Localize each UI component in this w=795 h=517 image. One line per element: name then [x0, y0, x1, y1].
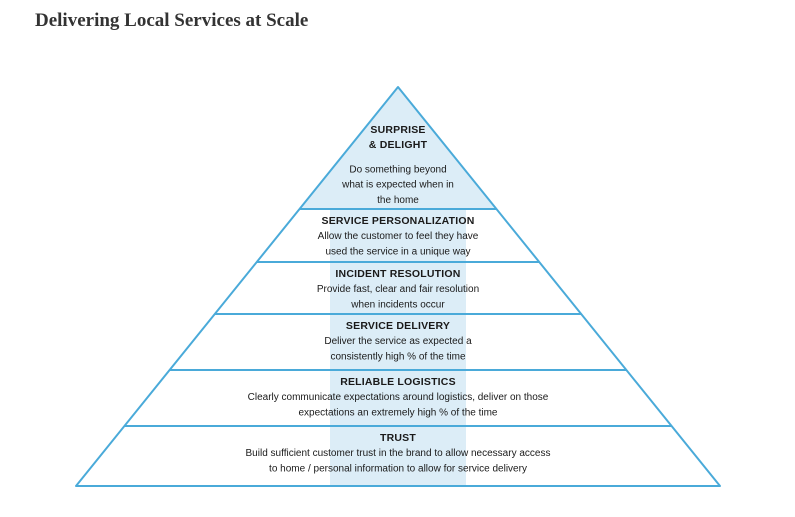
- tier-title: & DELIGHT: [369, 139, 428, 151]
- tier-title: SURPRISE: [370, 124, 425, 136]
- pyramid-tier: SURPRISE & DELIGHT Do something beyond what…: [341, 124, 454, 206]
- tier-description: to home / personal information to allow …: [269, 463, 527, 474]
- tier-description: when incidents occur: [350, 299, 445, 310]
- pyramid-tier: INCIDENT RESOLUTION Provide fast, clear a…: [317, 268, 479, 310]
- tier-description: expectations an extremely high % of the …: [299, 407, 498, 418]
- tier-description: what is expected when in: [341, 180, 454, 191]
- pyramid-tier: RELIABLE LOGISTICS Clearly communicate ex…: [248, 376, 549, 418]
- tier-title: INCIDENT RESOLUTION: [335, 268, 460, 280]
- tier-title: SERVICE PERSONALIZATION: [322, 215, 475, 227]
- tier-description: Do something beyond: [349, 164, 446, 175]
- tier-description: Deliver the service as expected a: [324, 336, 472, 347]
- pyramid-outline: [75, 86, 721, 487]
- tier-description: Provide fast, clear and fair resolution: [317, 284, 479, 295]
- tier-description: consistently high % of the time: [330, 351, 466, 362]
- tier-title: SERVICE DELIVERY: [346, 320, 450, 332]
- center-band: [330, 87, 466, 486]
- tier-description: Clearly communicate expectations around …: [248, 392, 549, 403]
- pyramid-tier: SERVICE DELIVERY Deliver the service as e…: [324, 320, 472, 362]
- tier-description: the home: [377, 195, 419, 206]
- tier-description: Build sufficient customer trust in the b…: [246, 448, 551, 459]
- tier-title: RELIABLE LOGISTICS: [340, 376, 456, 388]
- tier-title: TRUST: [380, 432, 416, 444]
- page-title: Delivering Local Services at Scale: [35, 10, 309, 31]
- pyramid-tier: SERVICE PERSONALIZATION Allow the custome…: [318, 215, 479, 257]
- tier-description: used the service in a unique way: [325, 246, 470, 257]
- tier-description: Allow the customer to feel they have: [318, 231, 479, 242]
- pyramid-tier: TRUST Build sufficient customer trust in …: [246, 432, 551, 474]
